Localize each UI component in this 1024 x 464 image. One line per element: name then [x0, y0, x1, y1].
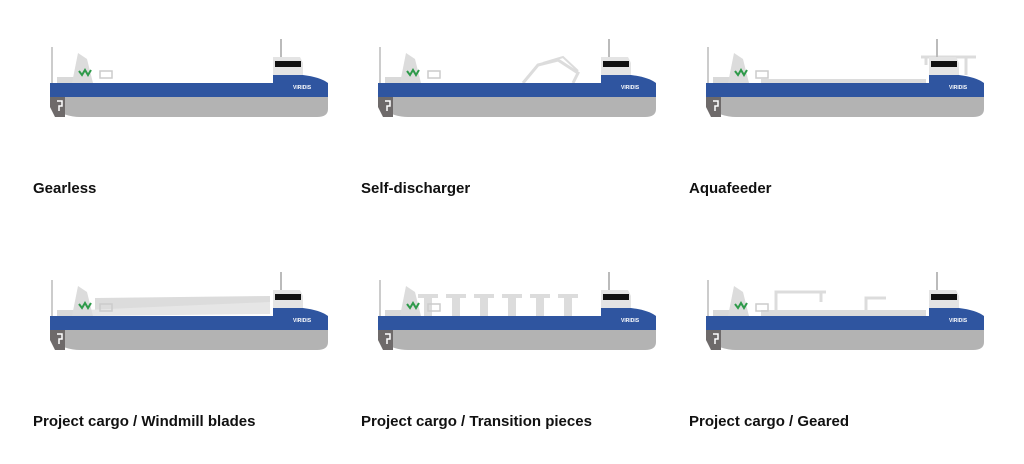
ship-type-label: Gearless	[33, 180, 97, 197]
ship-type-label: Project cargo / Geared	[689, 413, 850, 430]
svg-text:VIRIDIS: VIRIDIS	[293, 318, 312, 324]
ship-illustration: VIRIDIS	[45, 268, 335, 363]
ship-type-label: Project cargo / Transition pieces	[361, 413, 592, 430]
ship-illustration: VIRIDIS	[373, 268, 663, 363]
ship-illustration: VIRIDIS	[373, 35, 663, 130]
ship-illustration: VIRIDIS	[701, 268, 991, 363]
svg-text:VIRIDIS: VIRIDIS	[621, 85, 640, 91]
ship-type-label: Self-discharger	[361, 180, 471, 197]
svg-text:VIRIDIS: VIRIDIS	[949, 85, 968, 91]
ship-type-label: Project cargo / Windmill blades	[33, 413, 256, 430]
svg-text:VIRIDIS: VIRIDIS	[621, 318, 640, 324]
ship-illustration: VIRIDIS	[701, 35, 991, 130]
ship-illustration: VIRIDIS	[45, 35, 335, 130]
ship-type-label: Aquafeeder	[689, 180, 772, 197]
svg-text:VIRIDIS: VIRIDIS	[949, 318, 968, 324]
svg-text:VIRIDIS: VIRIDIS	[293, 85, 312, 91]
